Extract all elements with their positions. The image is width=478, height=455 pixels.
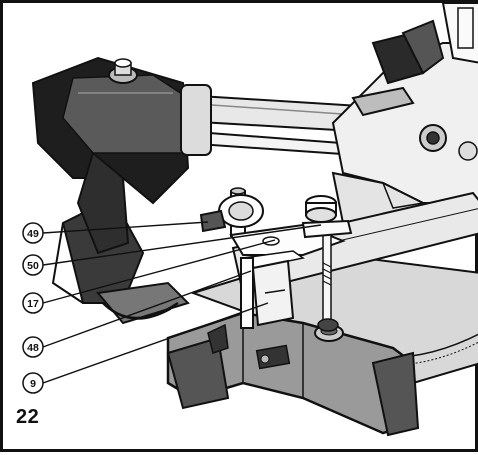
callout-9: 9 (22, 372, 44, 394)
svg-text:17: 17 (27, 298, 39, 310)
svg-text:48: 48 (27, 342, 39, 354)
miter-saw-illustration: 49 50 17 48 9 (22, 3, 478, 437)
svg-text:50: 50 (27, 260, 39, 272)
leader-lines (42, 221, 322, 384)
slide-housing (31, 56, 190, 255)
callout-49: 49 (22, 222, 44, 244)
callout-48: 48 (22, 336, 44, 358)
callout-50: 50 (22, 254, 44, 276)
fence-assembly (199, 187, 478, 332)
figure-number: 22 (16, 406, 40, 428)
svg-text:49: 49 (27, 228, 39, 240)
callout-17: 17 (22, 292, 44, 314)
svg-text:9: 9 (30, 378, 36, 390)
